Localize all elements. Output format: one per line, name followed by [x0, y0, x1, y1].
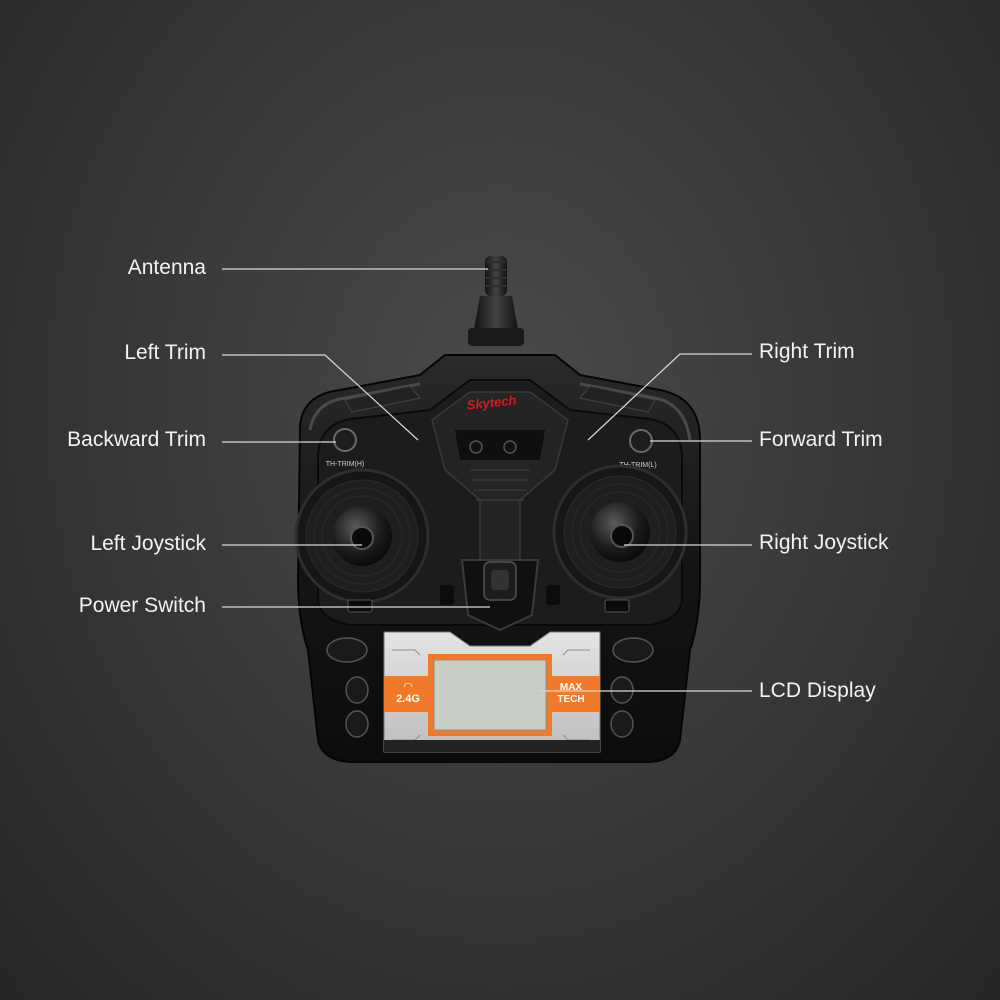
left-trim-bump[interactable] [344, 385, 421, 413]
right-lower-buttons[interactable] [610, 637, 654, 738]
badge-2-4g: 2.4G [396, 693, 420, 705]
label-right-joystick: Right Joystick [759, 531, 889, 554]
antenna [468, 256, 524, 346]
power-switch[interactable] [460, 559, 540, 632]
label-right-trim: Right Trim [759, 340, 855, 363]
label-left-trim: Left Trim [124, 341, 206, 364]
lcd-screen [433, 659, 547, 731]
right-joystick[interactable] [552, 464, 688, 600]
callout-lines [222, 268, 752, 692]
right-side-clip [546, 585, 560, 605]
left-trim-leader [222, 354, 419, 441]
label-lcd-display: LCD Display [759, 679, 876, 702]
trim-left-text: TH-TRIM(H) [326, 461, 365, 468]
forward-trim-button[interactable] [629, 429, 653, 453]
label-antenna: Antenna [127, 256, 206, 279]
left-side-clip [440, 585, 454, 605]
brand-logo: Skytech [466, 392, 517, 412]
label-backward-trim: Backward Trim [67, 428, 206, 451]
left-mode-switch[interactable] [347, 599, 373, 613]
right-mode-switch[interactable] [604, 599, 630, 613]
backward-trim-button[interactable] [333, 428, 357, 452]
right-trim-leader [587, 353, 752, 441]
lcd-panel [383, 631, 601, 753]
label-forward-trim: Forward Trim [759, 428, 883, 451]
trim-right-text: TH-TRIM(L) [619, 462, 656, 469]
label-power-switch: Power Switch [78, 594, 206, 617]
wifi-icon: ◠ [403, 681, 413, 693]
left-joystick[interactable] [294, 468, 430, 604]
badge-max: MAX [560, 682, 583, 693]
right-trim-bump[interactable] [579, 385, 656, 413]
badge-tech: TECH [557, 694, 584, 705]
label-left-joystick: Left Joystick [90, 532, 206, 555]
left-lower-buttons[interactable] [326, 637, 369, 738]
